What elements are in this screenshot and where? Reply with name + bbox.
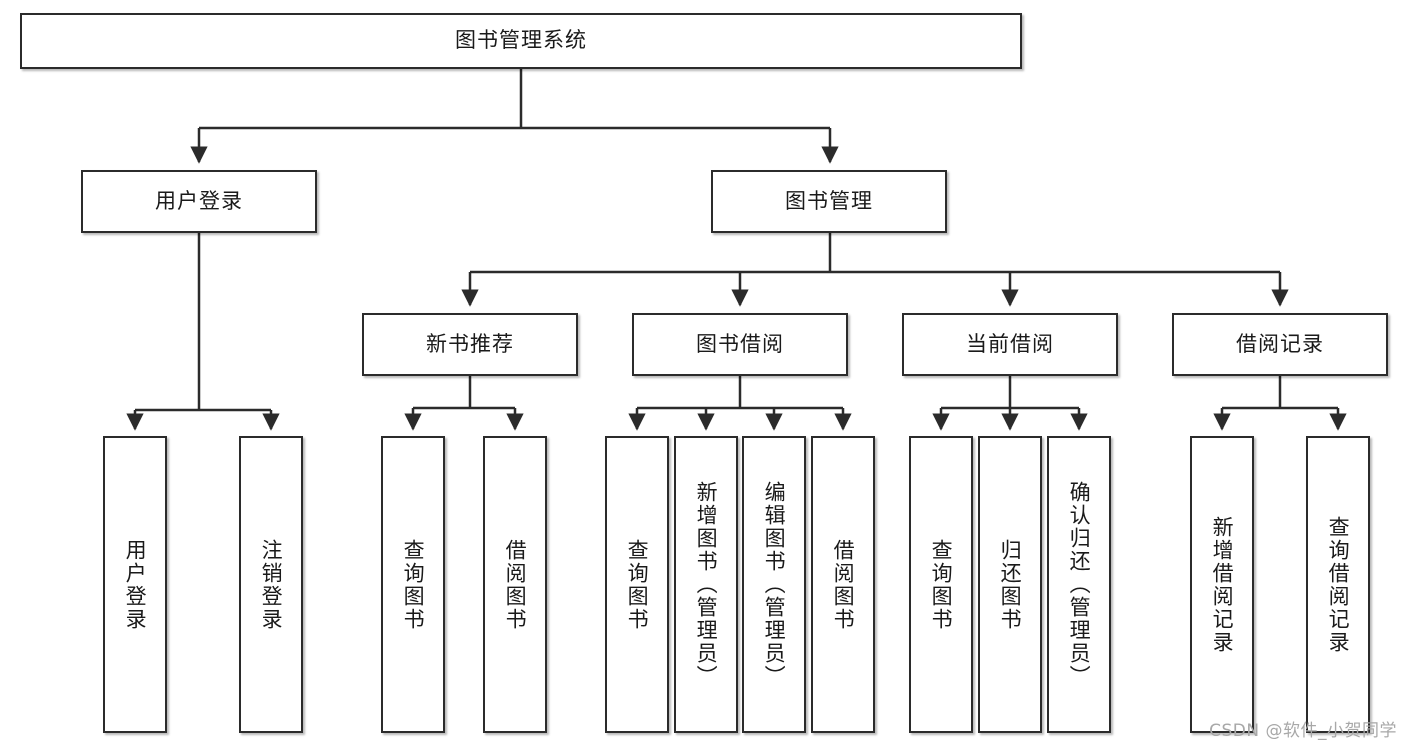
node-leaf-edit-book[interactable]: 编辑图书（管理员） <box>742 436 806 733</box>
node-leaf-user-logout[interactable]: 注销登录 <box>239 436 303 733</box>
node-leaf-add-record[interactable]: 新增借阅记录 <box>1190 436 1254 733</box>
node-new-book-recommend[interactable]: 新书推荐 <box>362 313 578 376</box>
node-book-borrow[interactable]: 图书借阅 <box>632 313 848 376</box>
node-book-management-label: 图书管理 <box>785 188 873 213</box>
node-leaf-query-book-3-label: 查询图书 <box>929 538 954 631</box>
node-leaf-edit-book-label: 编辑图书（管理员） <box>762 481 787 688</box>
node-borrow-record[interactable]: 借阅记录 <box>1172 313 1388 376</box>
node-leaf-add-book-label: 新增图书（管理员） <box>694 481 719 688</box>
node-leaf-borrow-book-1[interactable]: 借阅图书 <box>483 436 547 733</box>
node-leaf-add-record-label: 新增借阅记录 <box>1210 515 1235 654</box>
watermark: CSDN @软件_小贺同学 <box>1209 721 1397 741</box>
node-leaf-confirm-return-label: 确认归还（管理员） <box>1067 481 1092 688</box>
node-leaf-query-book-1-label: 查询图书 <box>401 538 426 631</box>
node-borrow-record-label: 借阅记录 <box>1236 331 1324 356</box>
node-leaf-confirm-return[interactable]: 确认归还（管理员） <box>1047 436 1111 733</box>
node-leaf-borrow-book-2[interactable]: 借阅图书 <box>811 436 875 733</box>
node-user-login[interactable]: 用户登录 <box>81 170 317 233</box>
node-root-label: 图书管理系统 <box>455 28 587 53</box>
node-current-borrow[interactable]: 当前借阅 <box>902 313 1118 376</box>
node-leaf-query-book-2-label: 查询图书 <box>625 538 650 631</box>
node-leaf-return-book-label: 归还图书 <box>998 538 1023 631</box>
node-leaf-borrow-book-1-label: 借阅图书 <box>503 538 528 631</box>
node-leaf-user-logout-label: 注销登录 <box>259 538 284 631</box>
node-leaf-add-book[interactable]: 新增图书（管理员） <box>674 436 738 733</box>
node-leaf-borrow-book-2-label: 借阅图书 <box>831 538 856 631</box>
node-leaf-query-record-label: 查询借阅记录 <box>1326 515 1351 654</box>
node-root[interactable]: 图书管理系统 <box>20 13 1022 69</box>
node-user-login-label: 用户登录 <box>155 188 243 213</box>
node-leaf-query-book-3[interactable]: 查询图书 <box>909 436 973 733</box>
node-leaf-query-record[interactable]: 查询借阅记录 <box>1306 436 1370 733</box>
node-new-book-recommend-label: 新书推荐 <box>426 331 514 356</box>
node-book-borrow-label: 图书借阅 <box>696 331 784 356</box>
node-leaf-user-login[interactable]: 用户登录 <box>103 436 167 733</box>
node-leaf-query-book-2[interactable]: 查询图书 <box>605 436 669 733</box>
node-leaf-user-login-label: 用户登录 <box>123 538 148 631</box>
node-leaf-return-book[interactable]: 归还图书 <box>978 436 1042 733</box>
node-book-management[interactable]: 图书管理 <box>711 170 947 233</box>
node-leaf-query-book-1[interactable]: 查询图书 <box>381 436 445 733</box>
node-current-borrow-label: 当前借阅 <box>966 331 1054 356</box>
